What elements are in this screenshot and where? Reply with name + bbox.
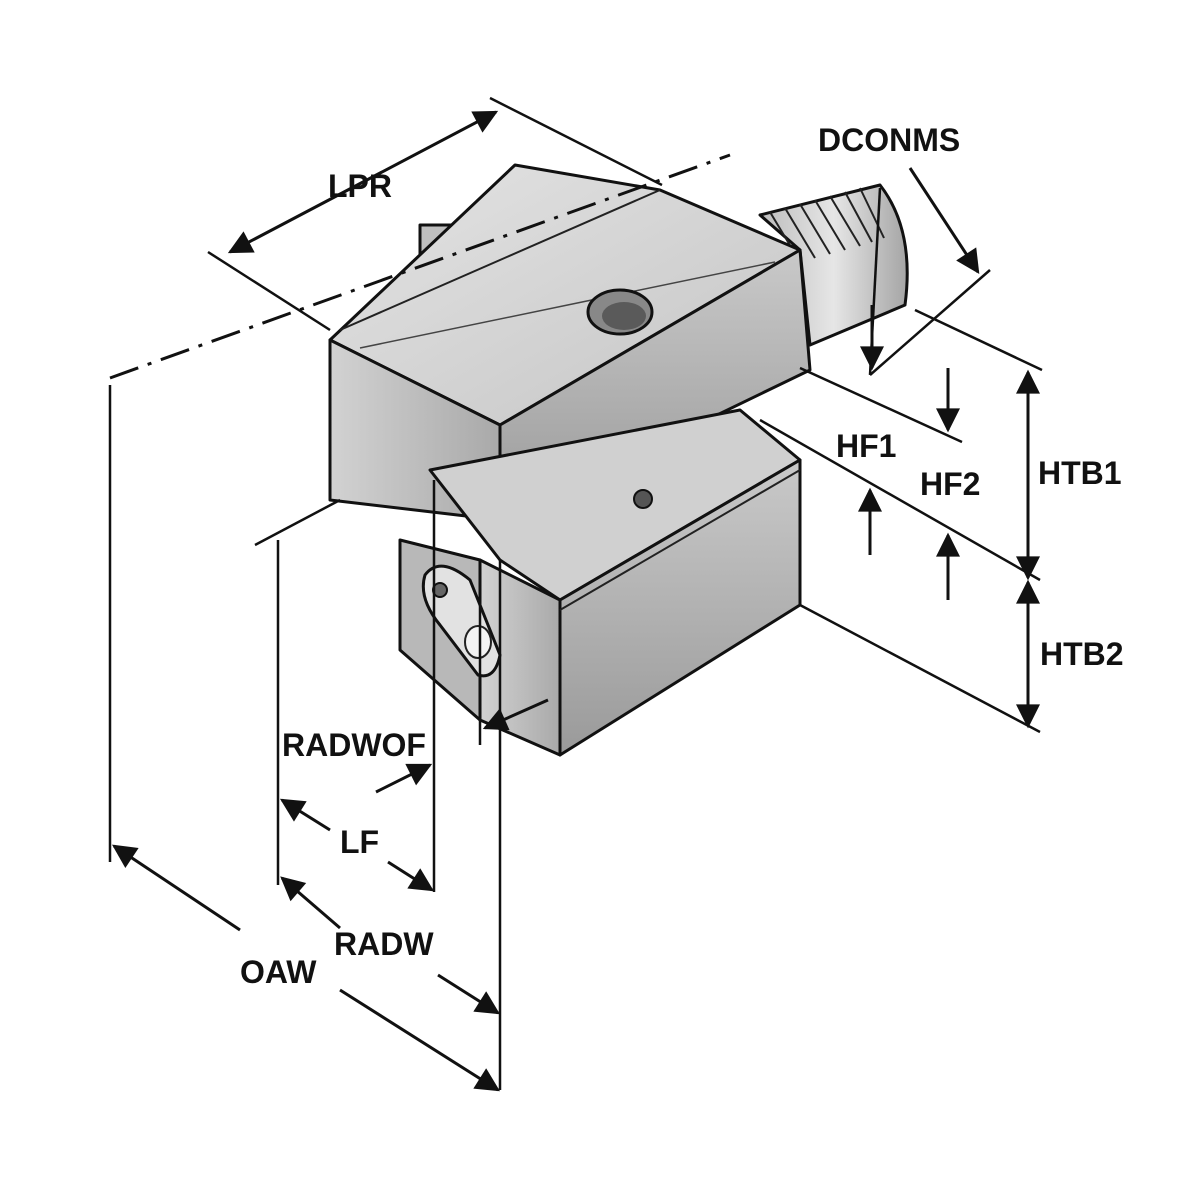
radwof-dimension — [375, 763, 433, 794]
label-lpr: LPR — [328, 168, 392, 204]
label-dconms: DCONMS — [818, 122, 960, 158]
radw-dimension — [280, 876, 341, 930]
shank-cylinder — [758, 183, 909, 347]
screw-icon — [633, 489, 653, 509]
label-radw: RADW — [334, 926, 434, 962]
label-hf2: HF2 — [920, 466, 980, 502]
label-htb1: HTB1 — [1038, 455, 1122, 491]
lpr-dimension — [227, 110, 499, 254]
label-radwof: RADWOF — [282, 727, 426, 763]
tool-holder-body — [328, 163, 909, 757]
lf-dimension — [279, 798, 331, 832]
label-oaw: OAW — [240, 954, 317, 990]
label-htb2: HTB2 — [1040, 636, 1124, 672]
dimension-labels: LPR DCONMS HF1 HF2 HTB1 HTB2 RADWOF LF R… — [240, 122, 1124, 990]
oaw-dimension — [112, 844, 241, 932]
centerline — [109, 153, 731, 380]
dimension-lines — [108, 96, 1043, 1092]
dconms-dimension — [908, 167, 980, 275]
label-hf1: HF1 — [836, 428, 896, 464]
label-lf: LF — [340, 824, 379, 860]
